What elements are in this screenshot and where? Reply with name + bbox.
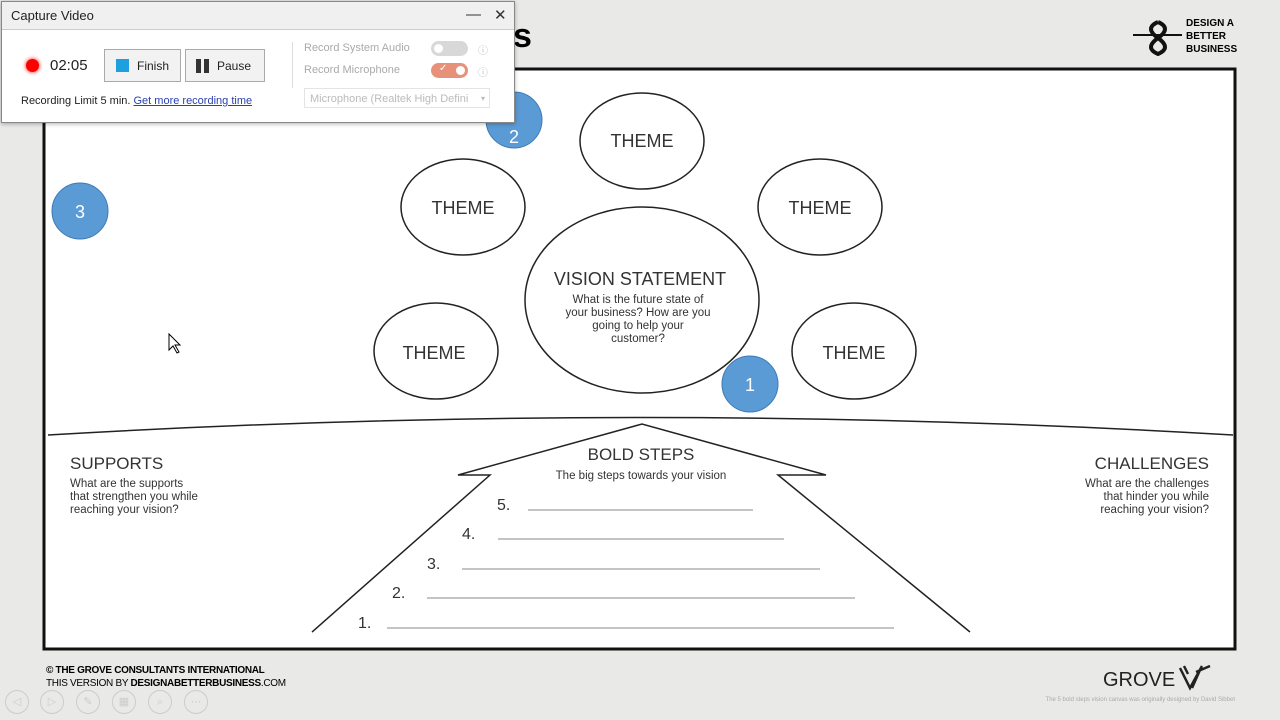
stop-icon bbox=[116, 59, 129, 72]
theme-bubble bbox=[757, 158, 883, 256]
vision-text: What is the future state of bbox=[572, 294, 704, 306]
slides-icon[interactable]: ▦ bbox=[112, 690, 136, 714]
challenges-text: What are the challenges bbox=[1085, 478, 1209, 490]
next-icon[interactable]: ▷ bbox=[40, 690, 64, 714]
vision-text: customer? bbox=[611, 333, 665, 345]
pen-icon[interactable]: ✎ bbox=[76, 690, 100, 714]
pause-button[interactable]: Pause bbox=[185, 49, 265, 82]
step-number: 5. bbox=[497, 497, 510, 514]
recording-limit: Recording Limit 5 min. Get more recordin… bbox=[21, 95, 252, 107]
svg-text:DESIGN A: DESIGN A bbox=[1186, 18, 1234, 29]
challenges-title: CHALLENGES bbox=[1095, 454, 1209, 473]
svg-text:GROVE: GROVE bbox=[1103, 669, 1175, 691]
pause-icon bbox=[196, 58, 209, 73]
challenges-text: that hinder you while bbox=[1104, 491, 1209, 503]
version-prefix: THIS VERSION BY bbox=[46, 678, 131, 689]
minimize-icon[interactable]: — bbox=[466, 6, 481, 23]
canvas-frame bbox=[42, 67, 1237, 651]
info-icon[interactable]: ⓘ bbox=[478, 46, 488, 57]
copyright-text: © THE GROVE CONSULTANTS INTERNATIONAL bbox=[46, 665, 265, 676]
recording-indicator-icon bbox=[26, 59, 39, 72]
vision-title: VISION STATEMENT bbox=[554, 269, 726, 289]
more-icon[interactable]: ⋯ bbox=[184, 690, 208, 714]
divider bbox=[292, 42, 293, 88]
theme-bubble bbox=[579, 92, 705, 190]
horizon-line bbox=[47, 416, 1234, 436]
marker-label: 3 bbox=[75, 202, 85, 222]
capture-video-dialog: Capture Video — ✕ 02:05 Finish Pause Rec… bbox=[1, 1, 515, 123]
record-microphone-label: Record Microphone bbox=[304, 64, 400, 76]
supports-text: What are the supports bbox=[70, 478, 183, 490]
svg-text:BETTER: BETTER bbox=[1186, 31, 1227, 42]
marker-label: 2 bbox=[509, 127, 519, 147]
supports-text: that strengthen you while bbox=[70, 491, 198, 503]
step-number: 1. bbox=[358, 615, 371, 632]
bold-steps-arrow bbox=[311, 423, 971, 633]
close-icon[interactable]: ✕ bbox=[494, 7, 507, 24]
record-system-audio-toggle[interactable] bbox=[431, 41, 468, 56]
marker-3[interactable] bbox=[51, 182, 109, 240]
finish-label: Finish bbox=[137, 58, 170, 73]
vision-text: your business? How are you bbox=[565, 307, 710, 319]
version-text: THIS VERSION BY DESIGNABETTERBUSINESS.CO… bbox=[46, 678, 286, 689]
slide-title-fragment: s bbox=[513, 17, 532, 55]
zoom-icon[interactable]: ⌕ bbox=[148, 690, 172, 714]
supports-title: SUPPORTS bbox=[70, 454, 163, 473]
microphone-select[interactable]: Microphone (Realtek High Defini ▾ bbox=[304, 88, 490, 108]
bold-steps-subtitle: The big steps towards your vision bbox=[556, 470, 727, 482]
design-a-better-business-logo: DESIGN A BETTER BUSINESS bbox=[1133, 18, 1237, 57]
vision-bubble bbox=[524, 206, 760, 394]
logo-icon bbox=[1149, 20, 1167, 57]
theme-bubble bbox=[400, 158, 526, 256]
challenges-text: reaching your vision? bbox=[1100, 504, 1209, 516]
record-microphone-toggle[interactable]: ✓ bbox=[431, 63, 468, 78]
theme-bubble bbox=[373, 302, 499, 400]
theme-label: THEME bbox=[611, 131, 674, 151]
microphone-select-value: Microphone (Realtek High Defini bbox=[310, 93, 469, 105]
supports-text: reaching your vision? bbox=[70, 504, 179, 516]
theme-bubble bbox=[791, 302, 917, 400]
limit-text: Recording Limit 5 min. bbox=[21, 95, 131, 107]
step-number: 3. bbox=[427, 556, 440, 573]
theme-label: THEME bbox=[432, 198, 495, 218]
bold-steps-title: BOLD STEPS bbox=[588, 445, 695, 464]
svg-text:BUSINESS: BUSINESS bbox=[1186, 44, 1237, 55]
pause-label: Pause bbox=[217, 58, 252, 73]
chevron-down-icon: ▾ bbox=[480, 94, 485, 103]
theme-label: THEME bbox=[823, 343, 886, 363]
step-number: 4. bbox=[462, 526, 475, 543]
record-system-audio-label: Record System Audio bbox=[304, 42, 410, 54]
theme-label: THEME bbox=[403, 343, 466, 363]
previous-icon[interactable]: ◁ bbox=[5, 690, 29, 714]
get-more-time-link[interactable]: Get more recording time bbox=[133, 95, 253, 107]
finish-button[interactable]: Finish bbox=[104, 49, 181, 82]
step-number: 2. bbox=[392, 585, 405, 602]
credit-text: The 5 bold steps vision canvas was origi… bbox=[1046, 697, 1236, 703]
marker-1[interactable] bbox=[721, 355, 779, 413]
grove-logo: GROVE bbox=[1103, 664, 1211, 691]
dialog-title: Capture Video bbox=[11, 8, 94, 23]
marker-label: 1 bbox=[745, 375, 755, 395]
vision-text: going to help your bbox=[592, 320, 684, 332]
version-suffix: .COM bbox=[260, 678, 286, 689]
recording-timer: 02:05 bbox=[50, 57, 88, 74]
theme-label: THEME bbox=[789, 198, 852, 218]
mouse-cursor-icon bbox=[168, 332, 182, 354]
info-icon[interactable]: ⓘ bbox=[478, 68, 488, 79]
version-site: DESIGNABETTERBUSINESS bbox=[130, 678, 261, 689]
